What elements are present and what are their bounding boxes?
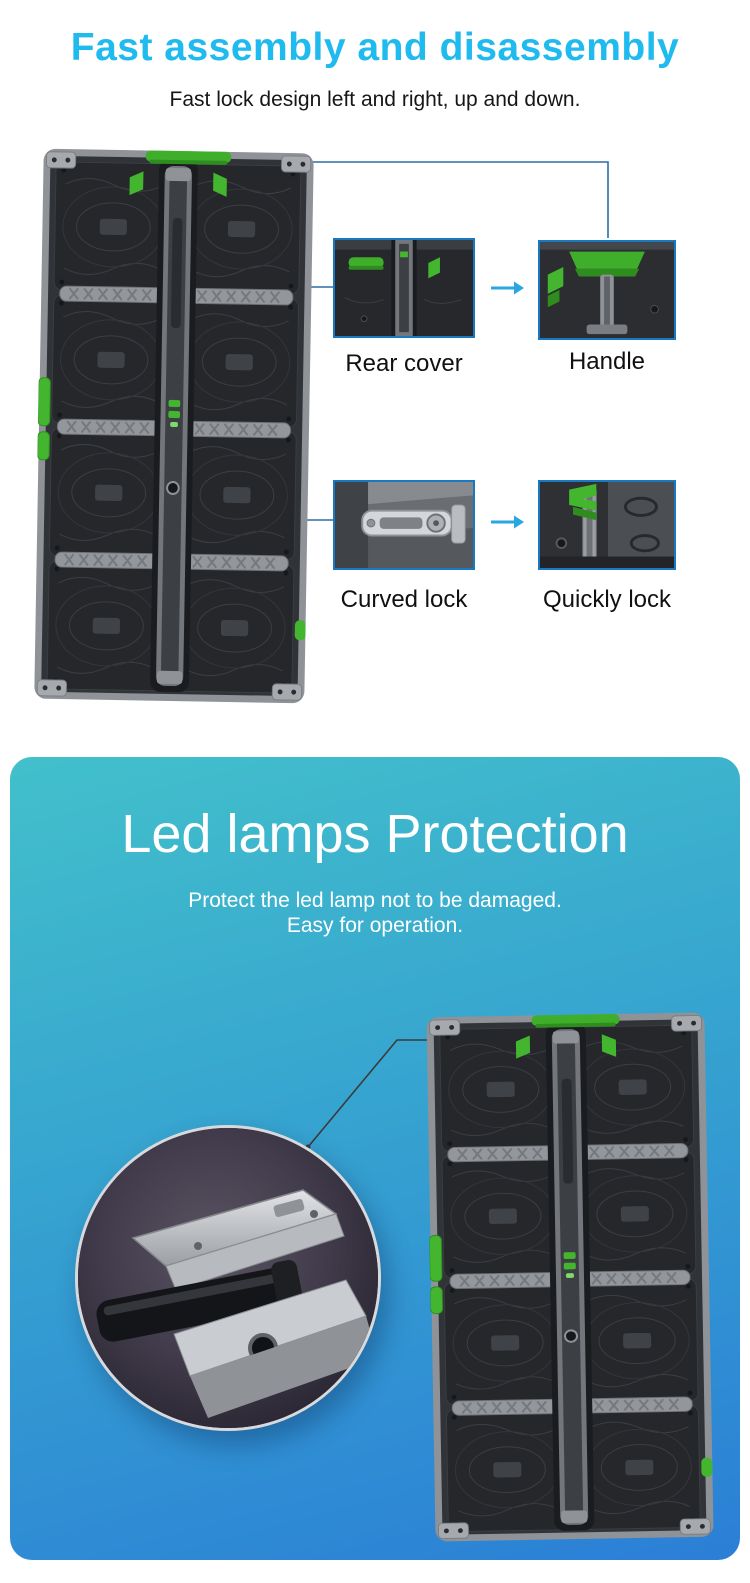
assembly-title: Fast assembly and disassembly [70,26,680,69]
handle-photo [538,240,676,340]
arrow-right-icon [489,279,525,297]
corner-detail-zoom-photo [75,1125,381,1431]
protection-subtitle-line1: Protect the led lamp not to be damaged. [188,889,562,912]
handle-closeup-image [540,242,674,338]
led-panel-rear-photo [425,1010,714,1545]
rear-cover-closeup-image [335,240,473,336]
curved-lock-closeup-image [335,482,473,568]
protection-subtitle-line2: Easy for operation. [286,914,464,937]
curved-lock-label: Curved lock [340,586,468,613]
quickly-lock-label: Quickly lock [542,586,672,613]
handle-label: Handle [568,348,646,375]
quickly-lock-photo [538,480,676,570]
curved-lock-photo [333,480,475,570]
rear-cover-label: Rear cover [345,350,463,377]
rear-cover-photo [333,238,475,338]
assembly-subtitle: Fast lock design left and right, up and … [169,88,581,111]
protection-section: Led lamps Protection Protect the led lam… [10,757,740,1560]
corner-detail-closeup-image [78,1128,378,1428]
protection-title: Led lamps Protection [121,804,629,864]
led-panel-rear-photo [33,146,315,707]
quickly-lock-closeup-image [540,482,674,568]
assembly-section: Fast assembly and disassembly Fast lock … [0,0,750,730]
arrow-right-icon [489,513,525,531]
